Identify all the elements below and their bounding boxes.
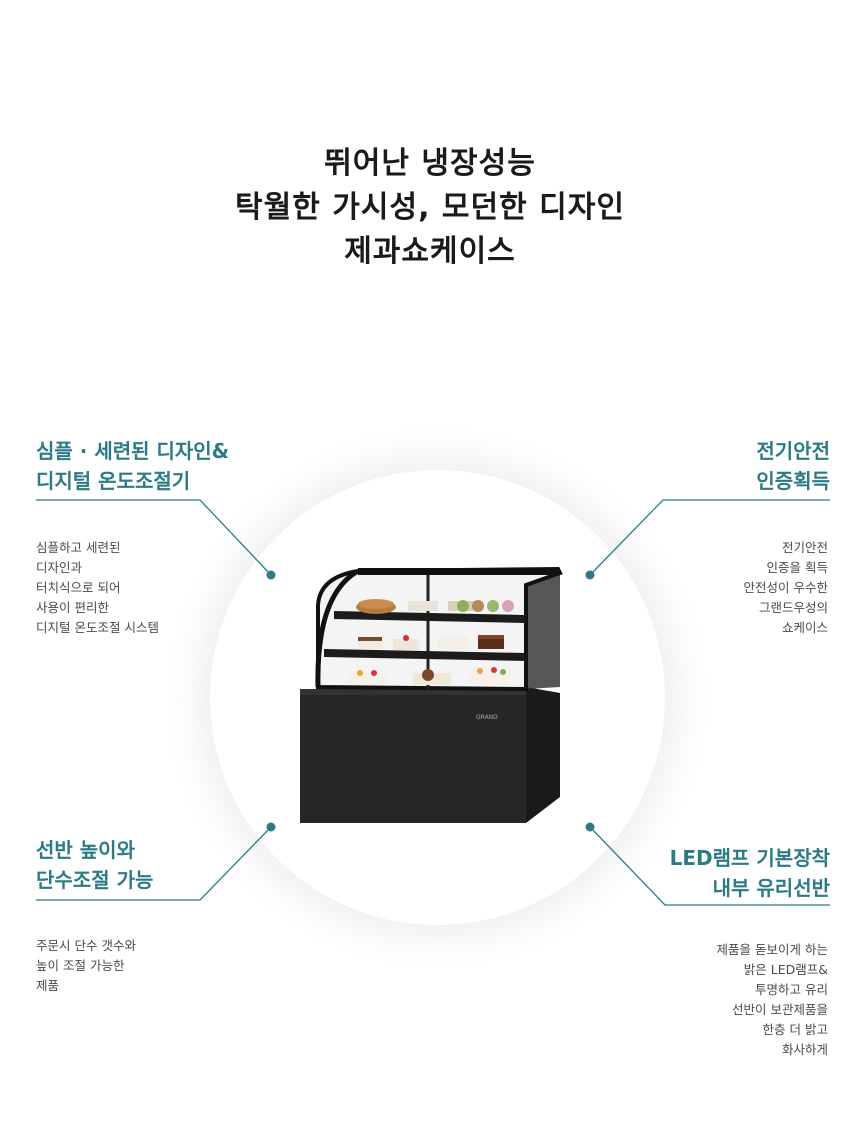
feature-led-title: LED램프 기본장착 내부 유리선반 [670, 843, 830, 903]
feature-led-title-line-1: LED램프 기본장착 [669, 846, 830, 870]
feature-safety-desc-line: 쇼케이스 [781, 620, 828, 635]
shelf-middle [324, 649, 526, 661]
feature-led-desc-line: 선반이 보관제품을 [732, 1002, 828, 1017]
feature-shelf-title-line-2: 단수조절 가능 [36, 868, 154, 892]
feature-safety-desc-line: 안전성이 우수한 [743, 580, 828, 595]
dot-safety [585, 570, 595, 580]
feature-led-desc-line: 화사하게 [781, 1042, 828, 1057]
headline-line-2: 탁월한 가시성, 모던한 디자인 [235, 190, 625, 225]
feature-led-desc-line: 투명하고 유리 [755, 982, 828, 997]
feature-design-title-line-1: 심플 · 세련된 디자인& [36, 439, 230, 463]
connector-led [589, 826, 830, 906]
feature-shelf-title-line-1: 선반 높이와 [36, 838, 135, 862]
connector-safety [589, 499, 830, 576]
headline-line-3: 제과쇼케이스 [344, 234, 516, 269]
feature-design-desc-line: 심플하고 세련된 [36, 540, 121, 555]
headline: 뛰어난 냉장성능 탁월한 가시성, 모던한 디자인 제과쇼케이스 [0, 142, 860, 274]
dot-led [585, 822, 595, 832]
feature-shelf-title: 선반 높이와 단수조절 가능 [36, 835, 153, 895]
feature-design-desc-line: 디자인과 [36, 560, 83, 575]
feature-safety-desc-line: 인증을 획득 [766, 560, 828, 575]
feature-led-title-line-2: 내부 유리선반 [712, 876, 830, 900]
connector-design [36, 499, 272, 576]
dot-design [266, 570, 276, 580]
feature-led-desc: 제품을 돋보이게 하는 밝은 LED램프& 투명하고 유리 선반이 보관제품을 … [717, 940, 828, 1060]
feature-design-desc-line: 터치식으로 되어 [36, 580, 121, 595]
feature-shelf-desc-line: 주문시 단수 갯수와 [36, 938, 136, 953]
feature-safety-desc-line: 전기안전 [781, 540, 828, 555]
dot-shelf [266, 822, 276, 832]
feature-led-desc-line: 한층 더 밝고 [762, 1022, 828, 1037]
feature-safety-title-line-1: 전기안전 [756, 439, 830, 463]
feature-led-desc-line: 제품을 돋보이게 하는 [716, 942, 828, 957]
shelf-top [334, 611, 526, 623]
feature-design-desc: 심플하고 세련된 디자인과 터치식으로 되어 사용이 편리한 디지털 온도조절 … [36, 538, 159, 638]
feature-safety-desc-line: 그랜드우성의 [758, 600, 828, 615]
cabinet-side [526, 687, 560, 823]
bakery-showcase-image: GRAND [300, 566, 563, 823]
feature-safety-title: 전기안전 인증획득 [756, 436, 830, 496]
feature-shelf-desc-line: 높이 조절 가능한 [36, 958, 125, 973]
glass-case-frame [316, 566, 563, 692]
feature-safety-desc: 전기안전 인증을 획득 안전성이 우수한 그랜드우성의 쇼케이스 [744, 538, 828, 638]
cabinet-front [300, 689, 526, 823]
feature-design-title-line-2: 디지털 온도조절기 [36, 469, 191, 493]
feature-design-desc-line: 사용이 편리한 [36, 600, 109, 615]
feature-design-title: 심플 · 세련된 디자인& 디지털 온도조절기 [36, 436, 229, 496]
feature-led-desc-line: 밝은 LED램프& [743, 962, 828, 977]
feature-shelf-desc-line: 제품 [36, 978, 60, 993]
feature-safety-title-line-2: 인증획득 [756, 469, 830, 493]
headline-line-1: 뛰어난 냉장성능 [324, 146, 536, 181]
feature-shelf-desc: 주문시 단수 갯수와 높이 조절 가능한 제품 [36, 936, 136, 996]
feature-design-desc-line: 디지털 온도조절 시스템 [36, 620, 159, 635]
glass-case-side [526, 573, 560, 689]
connector-shelf [36, 826, 272, 901]
brand-plate: GRAND [476, 714, 498, 721]
